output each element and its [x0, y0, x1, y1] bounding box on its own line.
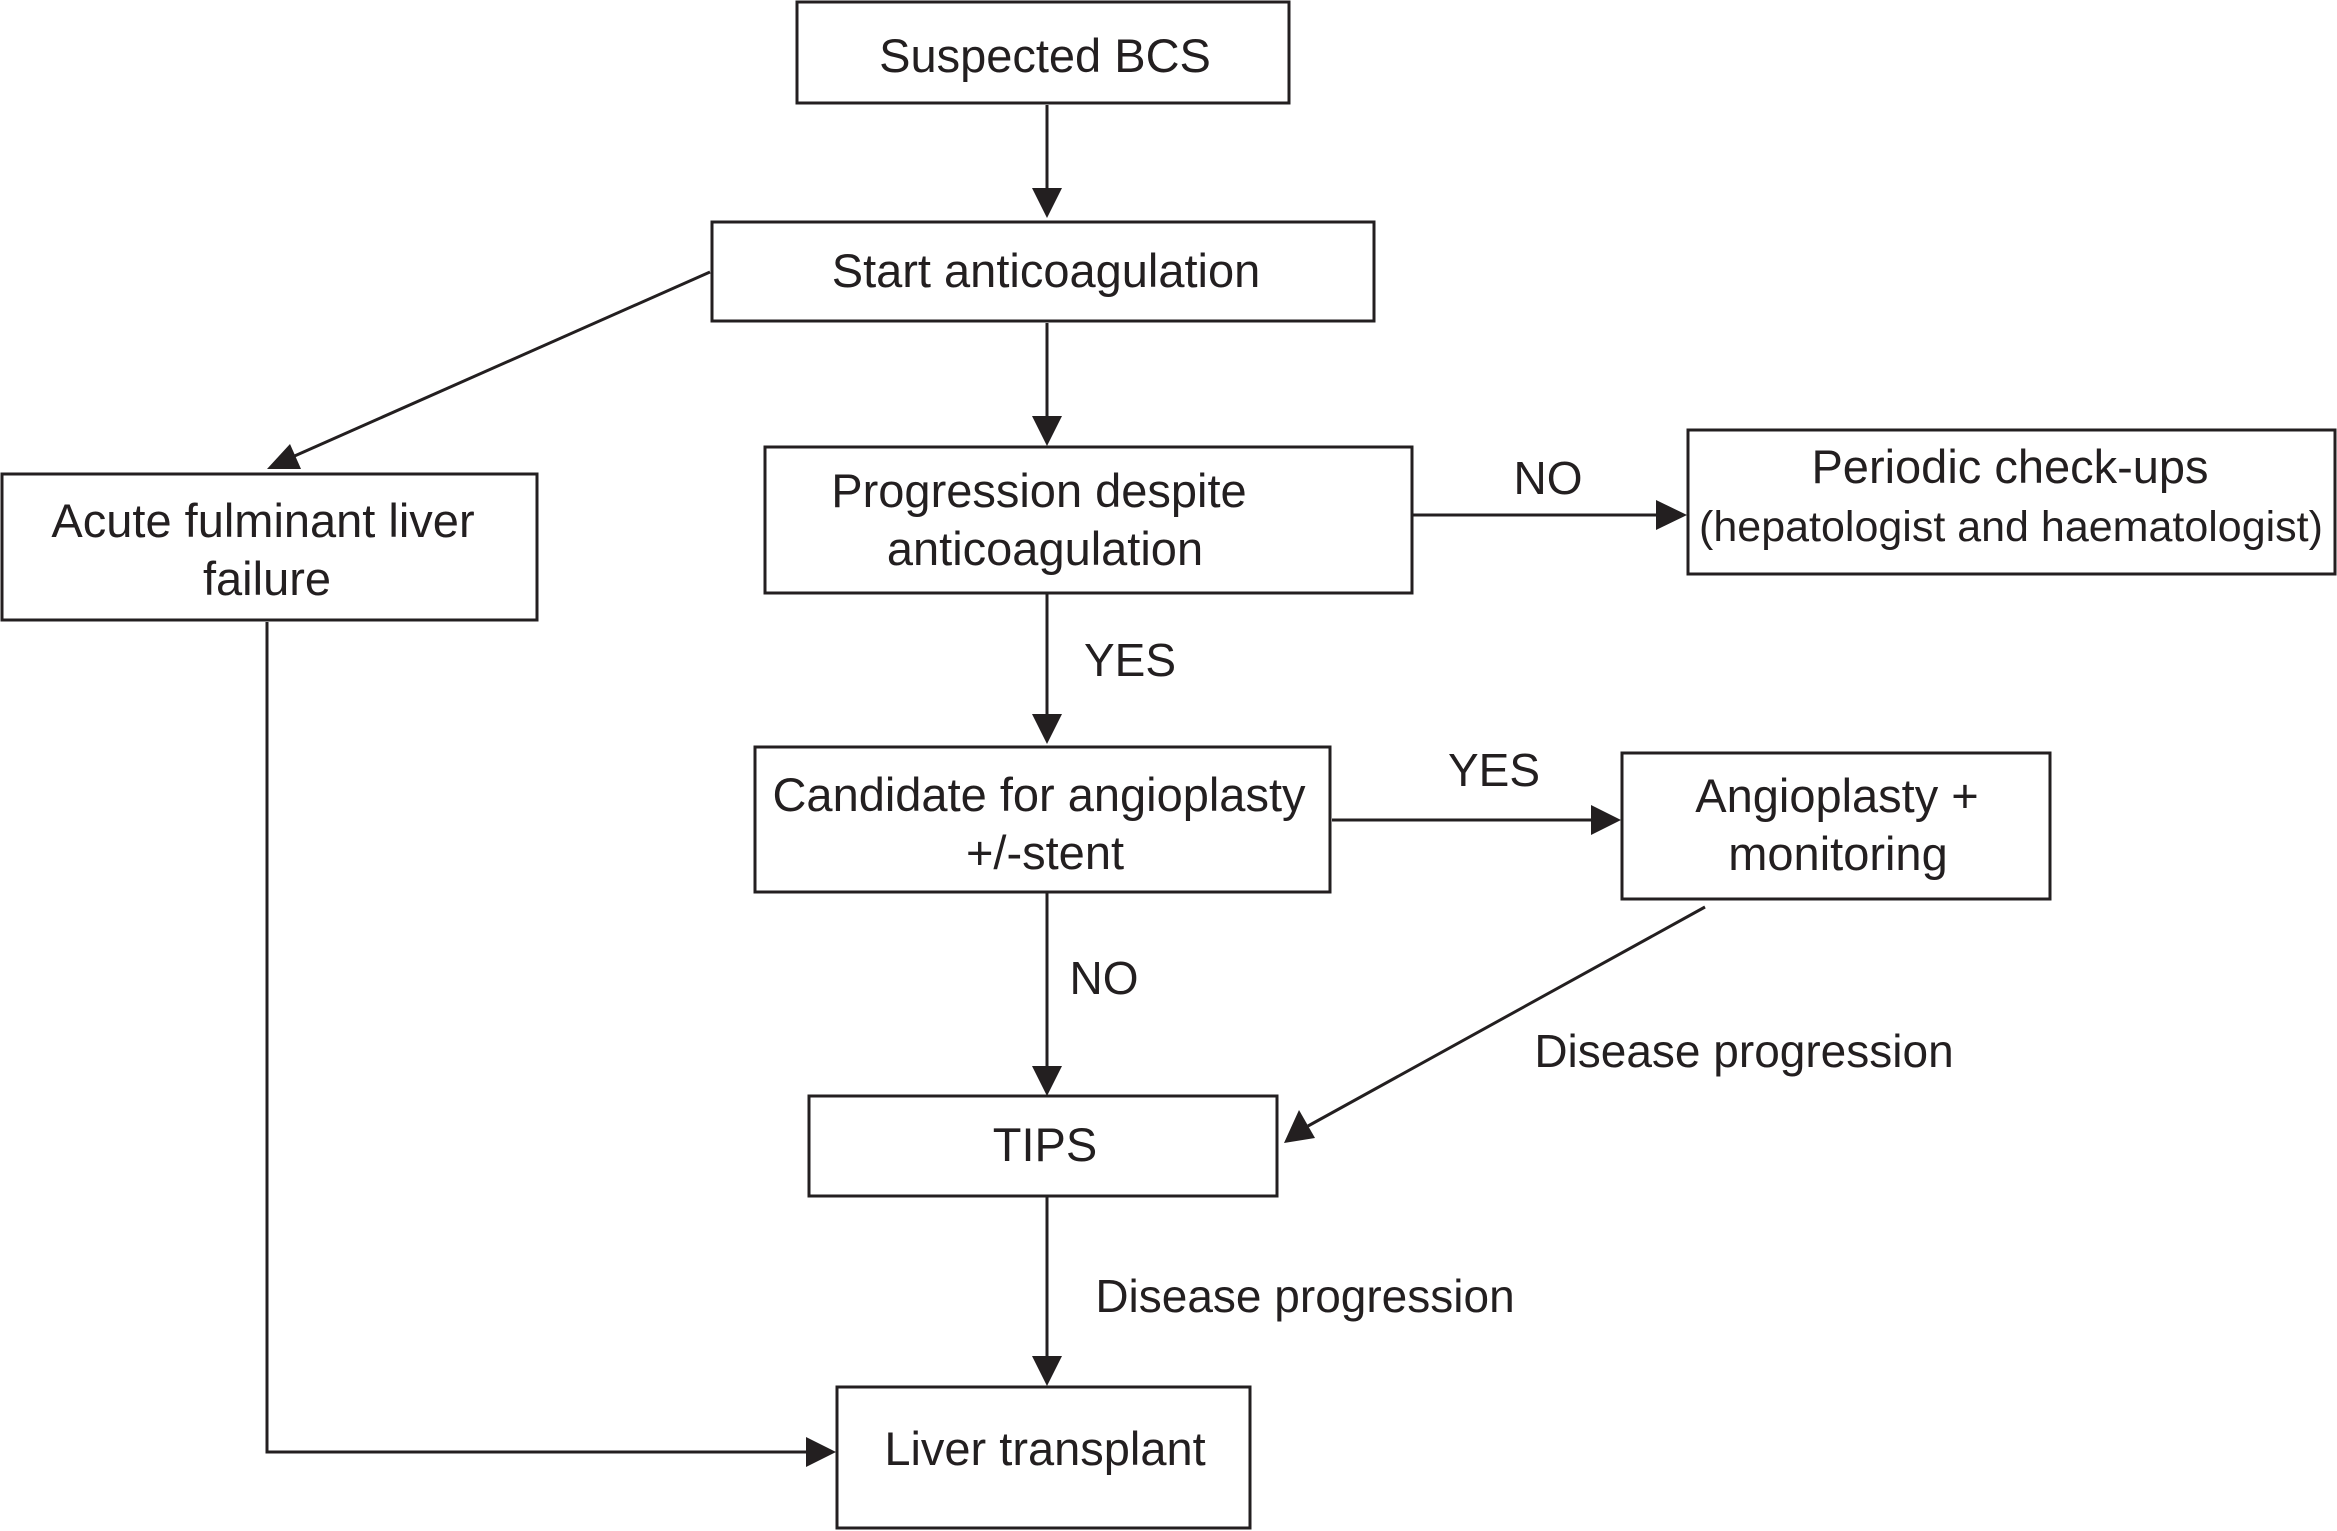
- edge-label-candidate-yes: YES: [1448, 744, 1540, 796]
- connectors: [265, 105, 1706, 1467]
- node-candidate-for-angioplasty: Candidate for angioplasty +/-stent: [753, 745, 1332, 894]
- node-suspected-bcs: Suspected BCS: [795, 0, 1291, 105]
- node-tips-text: TIPS: [993, 1118, 1097, 1171]
- node-angioplasty-monitoring-line-1: Angioplasty +: [1695, 769, 1979, 822]
- arrowhead-tips-to-transplant: [1032, 1356, 1062, 1386]
- node-suspected-bcs-box: [795, 0, 1291, 105]
- arrowhead-progression-to-candidate: [1032, 714, 1062, 744]
- node-acute-fulminant-liver-failure-box: [0, 472, 539, 622]
- node-liver-transplant-text: Liver transplant: [884, 1422, 1205, 1475]
- node-acute-fulminant-liver-failure-line-1: Acute fulminant liver: [51, 494, 474, 547]
- node-liver-transplant: Liver transplant: [835, 1385, 1252, 1530]
- edge-label-angioplasty-disease-progression: Disease progression: [1534, 1025, 1953, 1077]
- connector-angioplasty-to-tips: [1307, 905, 1706, 1128]
- node-start-anticoagulation: Start anticoagulation: [710, 220, 1376, 323]
- arrowhead-anticoagulation-to-progression: [1032, 416, 1062, 446]
- node-angioplasty-monitoring: Angioplasty + monitoring: [1620, 751, 2052, 901]
- arrowhead-candidate-to-tips: [1032, 1066, 1062, 1096]
- node-candidate-for-angioplasty-line-2: +/-stent: [966, 826, 1124, 879]
- node-acute-fulminant-liver-failure-line-2: failure: [203, 552, 331, 605]
- node-periodic-check-ups: Periodic check-ups (hepatologist and hae…: [1686, 428, 2337, 576]
- arrowhead-anticoagulation-to-acute-failure: [267, 444, 301, 469]
- node-progression-despite-anticoagulation: Progression despite anticoagulation: [763, 445, 1414, 595]
- node-liver-transplant-box: [835, 1385, 1252, 1530]
- node-candidate-for-angioplasty-line-1: Candidate for angioplasty: [772, 768, 1306, 821]
- node-periodic-check-ups-line-2: (hepatologist and haematologist): [1699, 503, 2323, 551]
- node-start-anticoagulation-text: Start anticoagulation: [832, 244, 1261, 297]
- arrowhead-acute-failure-to-transplant: [806, 1437, 836, 1467]
- node-progression-despite-anticoagulation-box: [763, 445, 1414, 595]
- arrowhead-angioplasty-to-tips: [1284, 1110, 1315, 1143]
- node-start-anticoagulation-box: [710, 220, 1376, 323]
- connector-acute-failure-to-transplant: [265, 622, 810, 1454]
- edge-label-progression-no: NO: [1514, 452, 1583, 504]
- node-candidate-for-angioplasty-box: [753, 745, 1332, 894]
- node-periodic-check-ups-line-1: Periodic check-ups: [1811, 440, 2208, 493]
- connector-anticoagulation-to-acute-failure: [289, 270, 711, 460]
- node-angioplasty-monitoring-box: [1620, 751, 2052, 901]
- edge-labels: NO YES YES NO Disease progression Diseas…: [1070, 452, 1954, 1322]
- arrowhead-candidate-to-angioplasty: [1591, 805, 1621, 835]
- node-angioplasty-monitoring-line-2: monitoring: [1728, 827, 1947, 880]
- node-tips-box: [807, 1094, 1279, 1198]
- arrowhead-suspected-to-anticoagulation: [1032, 188, 1062, 218]
- node-acute-fulminant-liver-failure: Acute fulminant liver failure: [0, 472, 539, 622]
- node-suspected-bcs-text: Suspected BCS: [879, 29, 1211, 82]
- edge-label-progression-yes: YES: [1084, 634, 1176, 686]
- edge-label-candidate-no: NO: [1070, 952, 1139, 1004]
- arrowhead-progression-to-checkups: [1656, 500, 1687, 530]
- edge-label-tips-disease-progression: Disease progression: [1095, 1270, 1514, 1322]
- node-progression-despite-anticoagulation-line-2: anticoagulation: [887, 522, 1203, 575]
- node-tips: TIPS: [807, 1094, 1279, 1198]
- node-periodic-check-ups-box: [1686, 428, 2337, 576]
- node-progression-despite-anticoagulation-line-1: Progression despite: [831, 464, 1246, 517]
